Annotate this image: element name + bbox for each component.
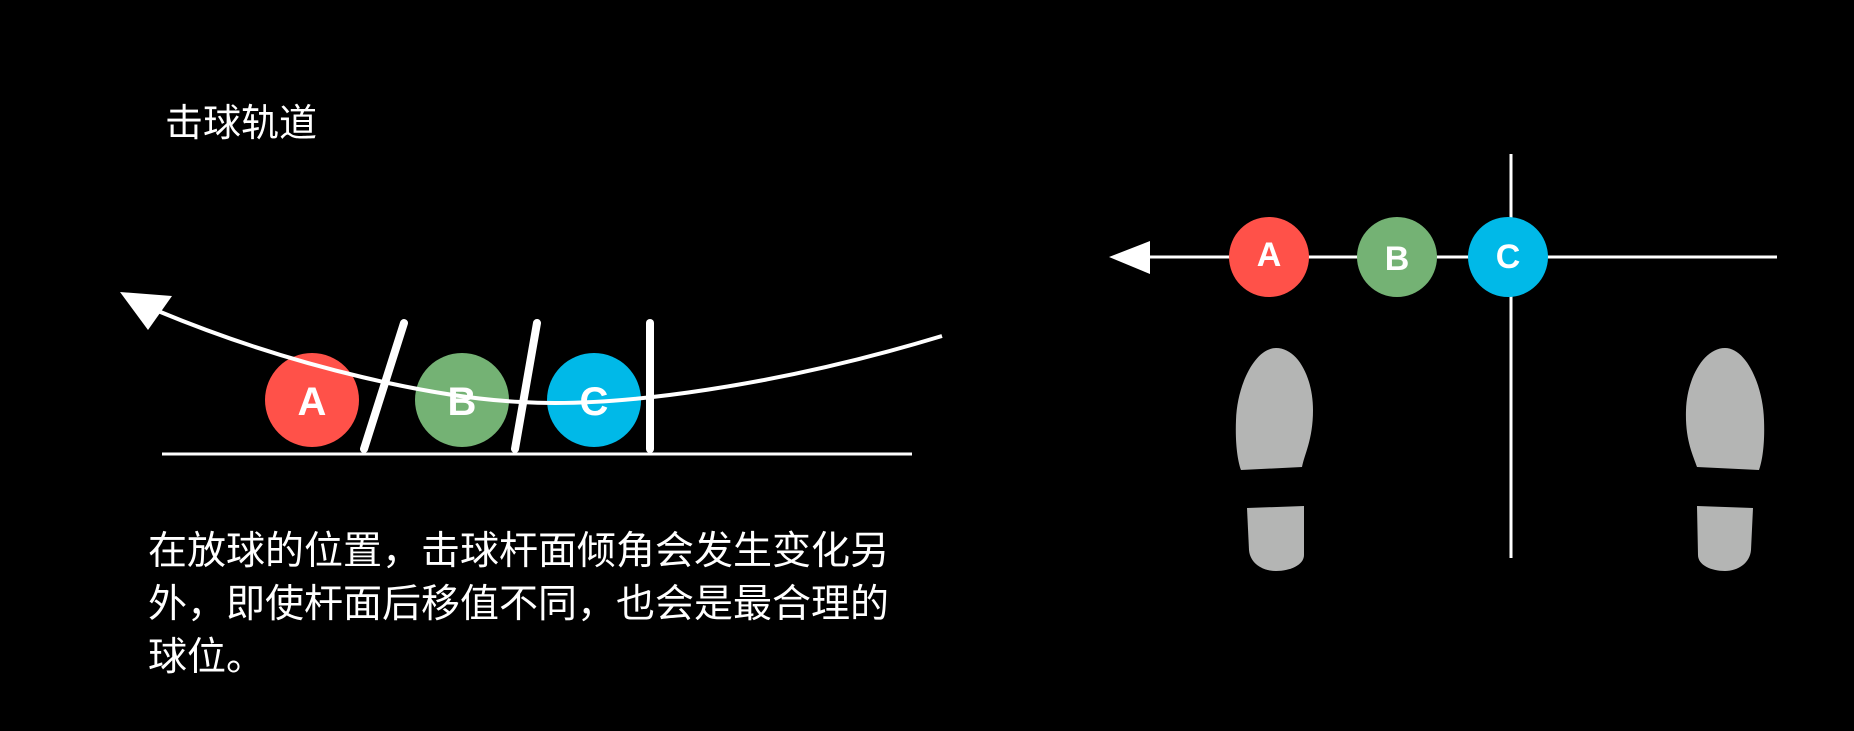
side-view: A B C	[120, 292, 943, 456]
diagram-title: 击球轨道	[165, 101, 318, 145]
top-view: A B C	[1109, 154, 1777, 571]
description-line: 外，即使杆面后移值不同，也会是最合理的	[148, 582, 890, 627]
ball-a-top	[1229, 217, 1309, 297]
ball-a	[265, 353, 359, 447]
ball-b-top	[1357, 217, 1437, 297]
description-line: 在放球的位置，击球杆面倾角会发生变化另	[148, 529, 890, 574]
club-face-a	[360, 319, 408, 453]
left-footprint-icon	[1235, 348, 1313, 571]
ball-c-top	[1468, 217, 1548, 297]
ball-b-top-label: B	[1385, 240, 1410, 278]
club-face-b	[511, 319, 541, 453]
swing-path-curve	[157, 309, 943, 405]
right-footprint-icon	[1685, 348, 1765, 571]
ball-b	[415, 353, 509, 447]
ball-b-label: B	[448, 380, 477, 424]
ball-a-label: A	[298, 380, 327, 424]
ball-c-top-label: C	[1496, 238, 1521, 276]
swing-path-arrowhead-icon	[120, 292, 172, 330]
description-line: 球位。	[148, 635, 266, 680]
target-arrowhead-icon	[1109, 241, 1150, 274]
ball-a-top-label: A	[1257, 236, 1282, 274]
description-text: 在放球的位置，击球杆面倾角会发生变化另 外，即使杆面后移值不同，也会是最合理的 …	[148, 525, 889, 684]
